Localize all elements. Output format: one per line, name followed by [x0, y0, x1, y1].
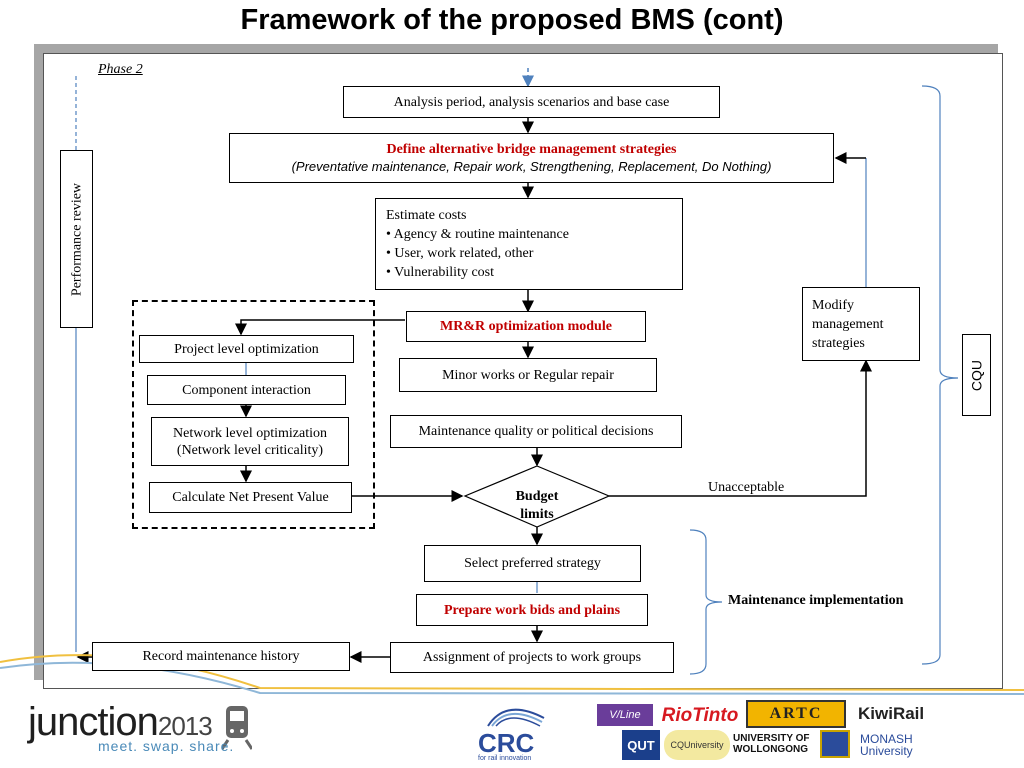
train-icon — [220, 704, 254, 750]
slide-title: Framework of the proposed BMS (cont) — [240, 4, 784, 36]
unacceptable-label: Unacceptable — [708, 480, 785, 495]
define-title: Define alternative bridge management str… — [386, 142, 677, 157]
maintenance-implementation-label: Maintenance implementation — [728, 593, 904, 608]
arrow-unacceptable-modify — [609, 359, 872, 497]
component-interaction-box: Component interaction — [147, 375, 346, 405]
select-strategy-box: Select preferred strategy — [424, 545, 641, 582]
cqu-brace — [921, 85, 959, 665]
sponsor-kiwirail: KiwiRail — [858, 704, 925, 723]
sponsor-vline: V/Line — [597, 704, 653, 726]
npv-box: Calculate Net Present Value — [149, 482, 352, 513]
sponsor-wollongong: UNIVERSITY OF WOLLONGONG — [733, 733, 810, 755]
phase-label: Phase 2 — [98, 62, 143, 77]
record-history-box: Record maintenance history — [92, 642, 350, 671]
assignment-box: Assignment of projects to work groups — [390, 642, 674, 673]
crc-logo-mark — [486, 698, 546, 728]
optimization-group — [132, 300, 375, 529]
define-strategies-box: Define alternative bridge management str… — [229, 133, 834, 183]
minor-works-box: Minor works or Regular repair — [399, 358, 657, 392]
define-subtitle: (Preventative maintenance, Repair work, … — [291, 159, 772, 174]
budget-line2: limits — [520, 507, 554, 522]
estimate-costs-box: Estimate costs • Agency & routine mainte… — [375, 198, 683, 290]
modify-strategies-box: Modify management strategies — [802, 287, 920, 361]
prepare-bids-box: Prepare work bids and plains — [416, 594, 648, 626]
crc-sub: for rail innovation — [478, 755, 532, 762]
maintenance-brace — [689, 529, 723, 675]
cqu-label: CQU — [968, 359, 984, 391]
sponsor-qut: QUT — [622, 730, 660, 760]
budget-limits-label: Budget limits — [497, 488, 577, 524]
sponsor-riotinto: RioTinto — [661, 705, 739, 726]
junction-year: 2013 — [157, 711, 213, 741]
tagline: meet. swap. share. — [98, 738, 235, 754]
budget-diamond — [463, 465, 611, 528]
arrow-mrr-project — [235, 319, 405, 336]
estimate-heading: Estimate costs — [386, 208, 467, 223]
network-level-box: Network level optimization (Network leve… — [151, 417, 349, 466]
wollongong-crest-icon — [820, 730, 850, 758]
performance-review-label: Performance review — [69, 182, 84, 296]
maintenance-quality-box: Maintenance quality or political decisio… — [390, 415, 682, 448]
estimate-item: • User, work related, other — [386, 246, 534, 261]
analysis-box: Analysis period, analysis scenarios and … — [343, 86, 720, 118]
crc-logo-text: CRC — [478, 728, 535, 758]
sponsor-monash: MONASH University — [860, 732, 913, 758]
network-line2: (Network level criticality) — [176, 442, 324, 458]
mrr-module-box: MR&R optimization module — [406, 311, 646, 342]
sponsor-artc: ARTC — [746, 700, 846, 728]
performance-review-box: Performance review — [60, 150, 93, 328]
junction-logo: junction2013 — [28, 700, 213, 745]
estimate-item: • Vulnerability cost — [386, 265, 495, 280]
cqu-box: CQU — [962, 334, 991, 416]
budget-line1: Budget — [515, 489, 559, 504]
estimate-item: • Agency & routine maintenance — [386, 227, 569, 242]
junction-text: junction — [28, 700, 159, 744]
project-level-box: Project level optimization — [139, 335, 354, 363]
network-line1: Network level optimization — [173, 425, 327, 441]
sponsor-cqu: CQUniversity — [664, 730, 730, 760]
